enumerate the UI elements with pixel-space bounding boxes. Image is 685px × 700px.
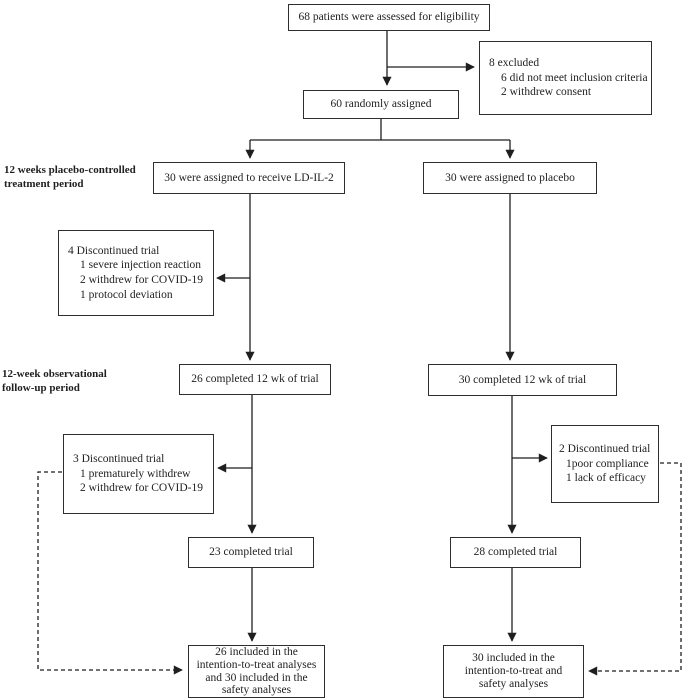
node-discontinued-followup-ldil2: 3 Discontinued trial 1 prematurely withd… <box>63 434 214 514</box>
node-discontinued-treatment-line2: 1 severe injection reaction <box>80 259 202 272</box>
node-discontinued-followup-placebo-line2: 1poor compliance <box>566 457 649 470</box>
node-discontinued-followup-placebo-line1: 2 Discontinued trial <box>559 442 651 455</box>
node-discontinued-followup-placebo-line3: 1 lack of efficacy <box>566 472 646 485</box>
node-discontinued-treatment-line1: 4 Discontinued trial <box>68 244 160 257</box>
node-arm-placebo-text: 30 were assigned to placebo <box>445 171 575 184</box>
connector-dashed-ldil2-analysis <box>37 471 183 675</box>
node-completed-12wk-ldil2: 26 completed 12 wk of trial <box>179 364 331 395</box>
label-treatment-period-line2: treatment period <box>4 178 84 191</box>
node-excluded-line1: 8 excluded <box>489 56 540 69</box>
node-completed-12wk-placebo-text: 30 completed 12 wk of trial <box>458 373 587 386</box>
node-discontinued-treatment-ldil2: 4 Discontinued trial 1 severe injection … <box>58 230 214 316</box>
node-analysis-ldil2-line4: safety analyses <box>221 684 292 697</box>
node-discontinued-followup-ldil2-line3: 2 withdrew for COVID-19 <box>80 482 203 495</box>
node-completed-trial-placebo: 28 completed trial <box>450 537 581 568</box>
node-analysis-ldil2-line1: 26 included in the <box>215 645 298 658</box>
node-discontinued-followup-placebo: 2 Discontinued trial 1poor compliance 1 … <box>551 425 659 503</box>
node-completed-12wk-placebo: 30 completed 12 wk of trial <box>428 364 617 396</box>
node-randomized-text: 60 randomly assigned <box>330 98 432 111</box>
connector-dashed-placebo-analysis <box>588 462 682 676</box>
node-randomized: 60 randomly assigned <box>303 90 459 119</box>
node-discontinued-followup-ldil2-line2: 1 prematurely withdrew <box>80 467 191 480</box>
label-followup-period-line1: 12-week observational <box>2 368 107 380</box>
node-excluded: 8 excluded 6 did not meet inclusion crit… <box>479 41 652 115</box>
label-treatment-period-line1: 12 weeks placebo-controlled <box>4 164 136 176</box>
label-followup-period: 12-week observational follow-up period <box>2 367 172 396</box>
node-discontinued-treatment-line4: 1 protocol deviation <box>80 288 173 301</box>
label-followup-period-line2: follow-up period <box>2 382 80 395</box>
label-treatment-period: 12 weeks placebo-controlled treatment pe… <box>4 163 174 192</box>
node-discontinued-treatment-line3: 2 withdrew for COVID-19 <box>80 274 203 286</box>
node-eligibility: 68 patients were assessed for eligibilit… <box>288 4 490 31</box>
node-analysis-placebo-line2: intention-to-treat and <box>464 665 563 678</box>
node-completed-trial-placebo-text: 28 completed trial <box>473 546 558 559</box>
node-completed-trial-ldil2: 23 completed trial <box>188 537 314 568</box>
node-eligibility-text: 68 patients were assessed for eligibilit… <box>298 11 480 24</box>
node-arm-ldil2: 30 were assigned to receive LD-IL-2 <box>153 162 345 194</box>
node-analysis-placebo-line3: safety analyses <box>478 677 549 690</box>
node-analysis-ldil2-line3: and 30 included in the <box>205 671 308 684</box>
node-completed-12wk-ldil2-text: 26 completed 12 wk of trial <box>191 373 319 386</box>
node-completed-trial-ldil2-text: 23 completed trial <box>209 546 293 559</box>
node-analysis-placebo-line1: 30 included in the <box>472 652 555 665</box>
node-analysis-ldil2: 26 included in the intention-to-treat an… <box>188 645 325 698</box>
node-arm-ldil2-text: 30 were assigned to receive LD-IL-2 <box>164 171 334 184</box>
node-excluded-line2: 6 did not meet inclusion criteria <box>501 71 648 84</box>
node-analysis-placebo: 30 included in the intention-to-treat an… <box>443 645 584 698</box>
node-arm-placebo: 30 were assigned to placebo <box>423 162 597 194</box>
node-discontinued-followup-ldil2-line1: 3 Discontinued trial <box>73 452 165 465</box>
connector-randomization-split <box>250 119 510 141</box>
node-analysis-ldil2-line2: intention-to-treat analyses <box>196 658 317 671</box>
node-excluded-line3: 2 withdrew consent <box>501 86 592 99</box>
